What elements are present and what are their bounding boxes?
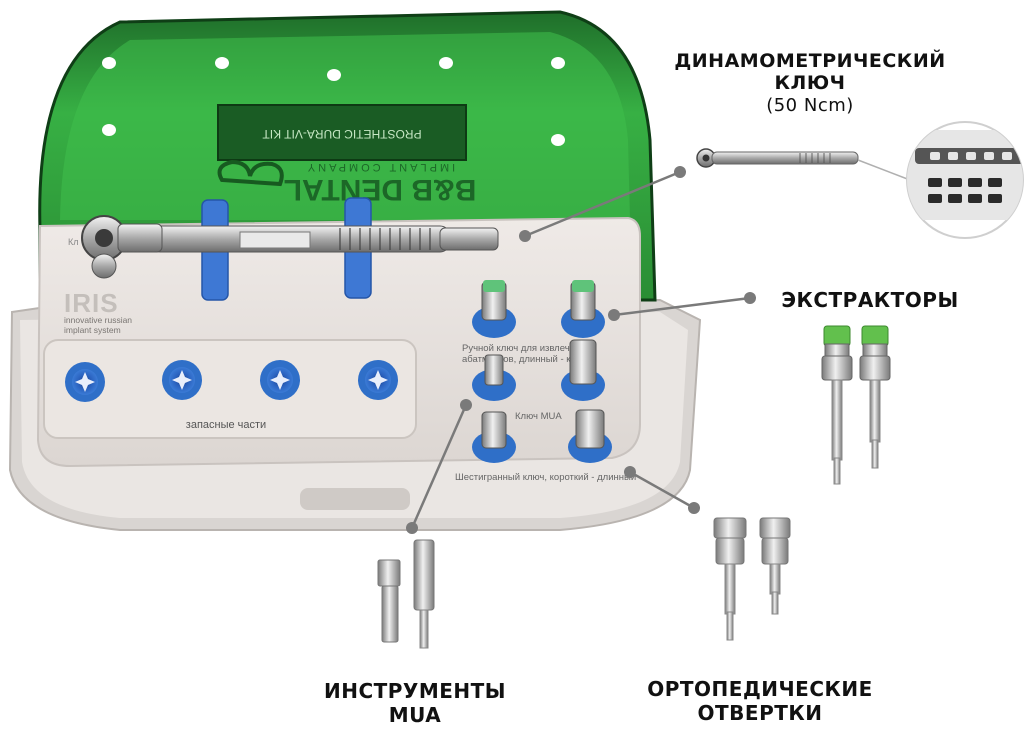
svg-text:B&B DENTAL: B&B DENTAL (284, 173, 477, 206)
prosthetic-drivers-caption-line2: ОТВЕРТКИ (697, 700, 823, 725)
manual-key-label-2: абатментов, длинный - коро (462, 354, 586, 365)
lid-holes (102, 57, 565, 146)
spare-part-holders (65, 360, 398, 402)
spare-holder (162, 360, 202, 400)
tray-brand: IRIS (64, 288, 119, 318)
mua-tools-caption-line1: ИНСТРУМЕНТЫ (323, 679, 507, 703)
spare-holder (358, 360, 398, 400)
mua-tools-caption: ИНСТРУМЕНТЫ MUA (300, 679, 530, 727)
mua-tools-caption-line2: MUA (388, 702, 442, 727)
tools-in-tray (481, 280, 605, 449)
lid-label-plate (217, 104, 467, 161)
prosthetic-driver (713, 517, 747, 641)
prosthetic-drivers-caption-line1: ОРТОПЕДИЧЕСКИЕ (647, 677, 873, 701)
extractor-tool (859, 325, 891, 469)
svg-text:IMPLANT COMPANY: IMPLANT COMPANY (305, 161, 455, 173)
torque-scale-magnifier (906, 121, 1024, 239)
mua-driver (413, 539, 435, 649)
lid-brand-logo: B&B DENTAL IMPLANT COMPANY (217, 159, 477, 206)
case-lid: PROSTHETIC DURA-VIT KIT B&B DENTAL IMPLA… (38, 10, 657, 302)
tray-brand-sub-1: innovative russian (64, 315, 132, 325)
spare-parts-label: запасные части (186, 419, 266, 431)
extractor-tool (821, 325, 853, 485)
lid-label-text: PROSTHETIC DURA-VIT KIT (262, 127, 422, 141)
mua-adapter (377, 559, 401, 643)
prosthetic-drivers-caption: ОРТОПЕДИЧЕСКИЕ ОТВЕРТКИ (610, 677, 910, 725)
extractor-tools (821, 325, 891, 485)
tray-corner-label: Кл (68, 237, 79, 247)
spare-holder (260, 360, 300, 400)
prosthetic-drivers (713, 517, 791, 641)
hex-key-label: Шестигранный ключ, короткий - длинный (455, 472, 636, 483)
prosthetic-driver (759, 517, 791, 615)
extractors-caption: ЭКСТРАКТОРЫ (781, 288, 959, 312)
manual-key-label-1: Ручной ключ для извлечения (462, 343, 591, 354)
torque-wrench-product (696, 148, 911, 181)
tray-brand-sub-2: implant system (64, 325, 121, 335)
spare-parts-panel (43, 339, 417, 439)
pointer-lines (406, 166, 756, 534)
mua-tools (377, 539, 435, 649)
spare-holder (65, 362, 105, 402)
torque-wrench-caption: ДИНАМОМЕТРИЧЕСКИЙ КЛЮЧ (50 Ncm) (660, 50, 960, 116)
torque-wrench-caption-line2: КЛЮЧ (774, 72, 846, 95)
mua-key-label: Ключ MUA (515, 411, 562, 422)
torque-wrench-value: (50 Ncm) (766, 94, 854, 116)
torque-wrench-caption-line1: ДИНАМОМЕТРИЧЕСКИЙ (674, 50, 946, 72)
tray-insert: запасные части IRIS innovative russian i… (36, 216, 641, 483)
torque-wrench-in-tray (81, 215, 499, 279)
